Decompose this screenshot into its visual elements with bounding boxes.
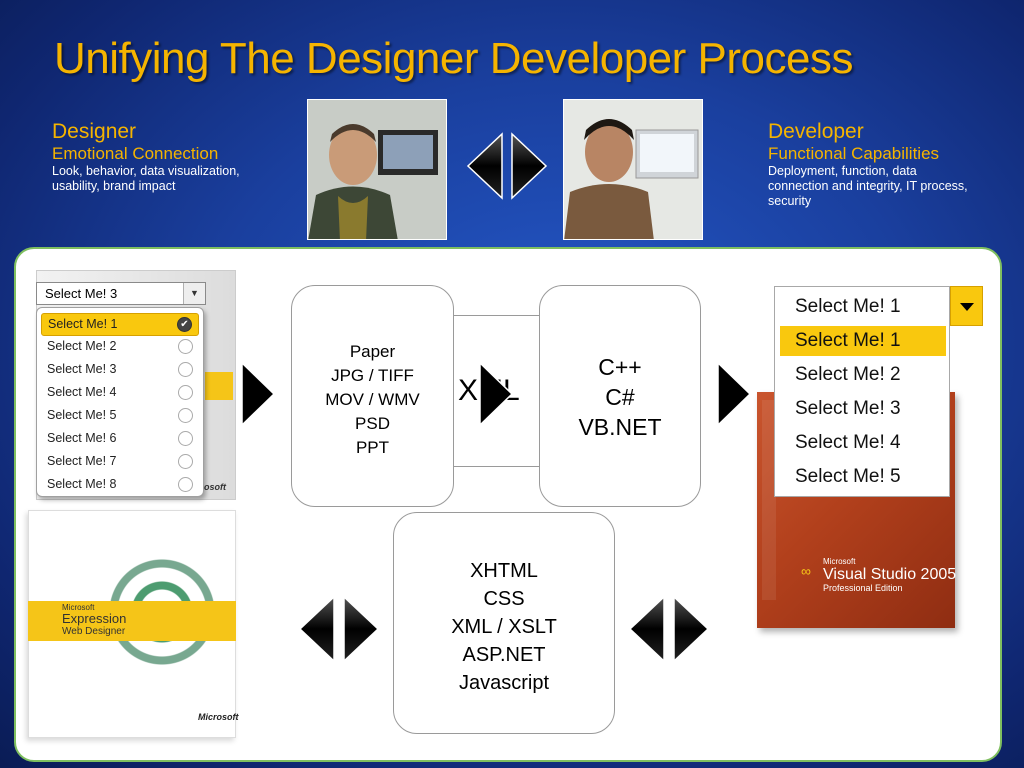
designer-desc-line: usability, brand impact <box>52 179 176 193</box>
vs-line: Microsoft <box>823 557 856 566</box>
chevron-down-icon[interactable]: ▼ <box>183 283 205 304</box>
checkmark-icon: ✔ <box>177 317 192 332</box>
dropdown-option[interactable]: Select Me! 1 <box>780 326 946 356</box>
format-item: PPT <box>355 438 390 457</box>
developer-photo <box>563 99 703 240</box>
dropdown-option[interactable]: Select Me! 4 <box>41 382 199 405</box>
right-dropdown-toggle[interactable] <box>950 286 983 326</box>
arrow-right-icon <box>240 361 276 427</box>
formats-box: Paper JPG / TIFF MOV / WMV PSD PPT <box>291 285 454 507</box>
language-item: C++ <box>598 354 642 380</box>
language-item: C# <box>605 384 635 410</box>
dropdown-option[interactable]: Select Me! 2 <box>41 336 199 359</box>
expression-label: Microsoft Expression Web Designer <box>62 603 126 637</box>
microsoft-label: Microsoft <box>198 712 239 722</box>
web-tech-item: ASP.NET <box>462 644 546 666</box>
option-label: Select Me! 2 <box>47 339 117 353</box>
right-dropdown-list <box>774 286 950 497</box>
language-item: VB.NET <box>578 414 662 440</box>
visual-studio-label: Microsoft Visual Studio 2005 Professiona… <box>823 557 956 593</box>
arrow-right-icon <box>478 361 514 427</box>
dropdown-option[interactable]: Select Me! 2 <box>795 364 901 385</box>
expression-line: Expression <box>62 611 127 626</box>
option-label: Select Me! 5 <box>47 408 117 422</box>
visual-studio-spine <box>762 400 776 600</box>
designer-desc-line: Look, behavior, data visualization, <box>52 164 240 178</box>
expression-line: Web Designer <box>62 626 126 637</box>
developer-title: Developer <box>768 120 864 143</box>
radio-icon <box>178 454 193 469</box>
option-label: Select Me! 1 <box>48 317 118 331</box>
languages-box: C++ C# VB.NET <box>539 285 701 507</box>
designer-title: Designer <box>52 120 137 143</box>
left-dropdown-select[interactable]: Select Me! 3 ▼ <box>36 282 206 305</box>
radio-icon <box>178 408 193 423</box>
developer-desc-line: Deployment, function, data <box>768 164 917 178</box>
web-tech-item: XHTML <box>470 560 538 582</box>
left-dropdown-list: Select Me! 1 ✔ Select Me! 2 Select Me! 3… <box>36 307 204 497</box>
developer-subtitle: Functional Capabilities <box>768 144 940 163</box>
developer-desc-line: security <box>768 194 812 208</box>
dropdown-option[interactable]: Select Me! 3 <box>795 398 901 419</box>
arrow-right-icon <box>716 361 752 427</box>
vs-line: Visual Studio 2005 <box>823 566 957 583</box>
web-tech-item: XML / XSLT <box>451 616 557 638</box>
left-dropdown-value: Select Me! 3 <box>45 286 118 301</box>
dropdown-option[interactable]: Select Me! 8 <box>41 474 199 497</box>
dropdown-option[interactable]: Select Me! 3 <box>41 359 199 382</box>
format-item: MOV / WMV <box>325 390 420 409</box>
option-label: Select Me! 4 <box>47 385 117 399</box>
dropdown-option[interactable]: Select Me! 4 <box>795 432 901 453</box>
option-label: Select Me! 7 <box>47 454 117 468</box>
bidirectional-arrow-icon <box>628 595 712 663</box>
designer-section: Designer Emotional Connection Look, beha… <box>52 120 282 194</box>
dropdown-option[interactable]: Select Me! 5 <box>795 466 901 487</box>
visual-studio-logo-icon: ∞ <box>801 563 811 579</box>
right-dropdown-header[interactable]: Select Me! 1 <box>795 296 901 317</box>
option-label: Select Me! 3 <box>47 362 117 376</box>
vs-line: Professional Edition <box>823 583 903 593</box>
web-tech-item: Javascript <box>458 672 550 694</box>
slide-title: Unifying The Designer Developer Process <box>54 34 853 83</box>
dropdown-option[interactable]: Select Me! 1 ✔ <box>41 313 199 336</box>
format-item: PSD <box>355 414 390 433</box>
dropdown-option[interactable]: Select Me! 6 <box>41 428 199 451</box>
chevron-down-icon <box>960 303 974 311</box>
designer-subtitle: Emotional Connection <box>52 144 219 163</box>
designer-photo <box>307 99 447 240</box>
option-label: Select Me! 6 <box>47 431 117 445</box>
developer-desc-line: connection and integrity, IT process, <box>768 179 968 193</box>
web-tech-box: XHTML CSS XML / XSLT ASP.NET Javascript <box>393 512 615 734</box>
format-item: JPG / TIFF <box>331 366 414 385</box>
developer-section: Developer Functional Capabilities Deploy… <box>768 120 1008 209</box>
radio-icon <box>178 362 193 377</box>
format-item: Paper <box>349 342 396 361</box>
radio-icon <box>178 431 193 446</box>
option-label: Select Me! 8 <box>47 477 117 491</box>
bidirectional-arrow-icon <box>466 132 550 200</box>
dropdown-option[interactable]: Select Me! 7 <box>41 451 199 474</box>
dropdown-option[interactable]: Select Me! 5 <box>41 405 199 428</box>
radio-icon <box>178 477 193 492</box>
expression-line: Microsoft <box>62 603 95 612</box>
yellow-strip <box>205 372 233 400</box>
radio-icon <box>178 385 193 400</box>
bidirectional-arrow-icon <box>298 595 382 663</box>
expression-band <box>28 601 236 641</box>
radio-icon <box>178 339 193 354</box>
microsoft-label: osoft <box>204 482 226 492</box>
web-tech-item: CSS <box>483 588 525 610</box>
